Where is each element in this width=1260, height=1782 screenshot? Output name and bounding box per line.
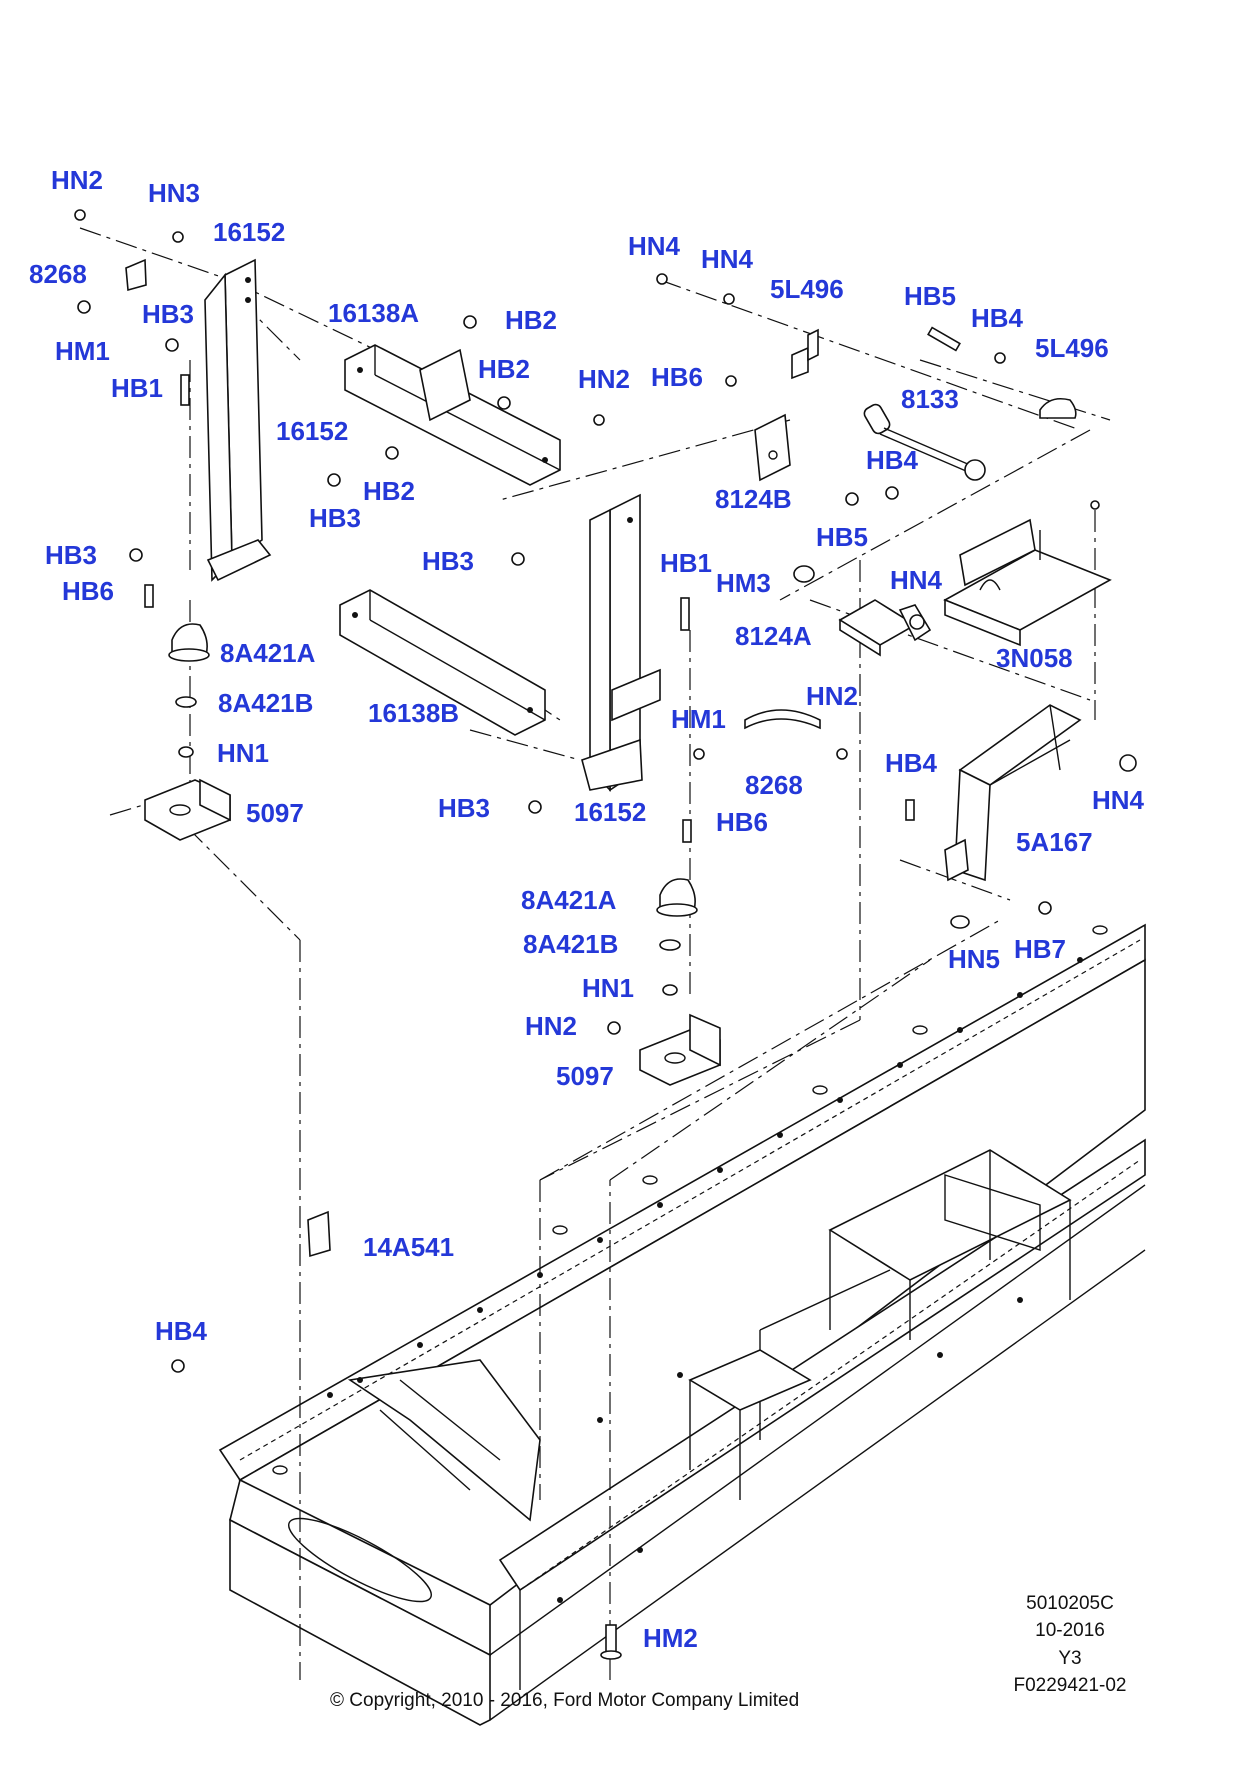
label-hn1: HN1 — [582, 973, 635, 1003]
label-8133: 8133 — [901, 384, 959, 414]
part-5097-left-mount — [144, 778, 231, 841]
label-hb4: HB4 — [885, 748, 938, 778]
label-hn4: HN4 — [890, 565, 943, 595]
label-16152: 16152 — [574, 797, 647, 827]
part-5a167-bracket — [944, 704, 1082, 882]
label-hn2: HN2 — [51, 165, 104, 195]
label-hb2: HB2 — [478, 354, 531, 384]
part-16138a-bracket — [344, 344, 561, 486]
label-hb6: HB6 — [62, 576, 115, 606]
label-5097: 5097 — [246, 798, 304, 828]
label-hb3: HB3 — [422, 546, 475, 576]
label-8268: 8268 — [29, 259, 87, 289]
label-5l496: 5L496 — [770, 274, 844, 304]
part-8124b-bracket — [754, 413, 791, 482]
label-hn2: HN2 — [578, 364, 631, 394]
label-8a421a: 8A421A — [521, 885, 617, 915]
centerlines — [79, 227, 1111, 1680]
label-hb5: HB5 — [816, 522, 869, 552]
label-hb7: HB7 — [1014, 934, 1067, 964]
part-8268-strap-right — [744, 709, 821, 730]
label-8124a: 8124A — [735, 621, 812, 651]
label-hb4: HB4 — [971, 303, 1024, 333]
label-3n058: 3N058 — [996, 643, 1073, 673]
part-5l496-clamp-b — [1039, 397, 1077, 419]
part-8133-stay — [863, 403, 986, 481]
label-14a541: 14A541 — [363, 1232, 455, 1262]
label-hn2: HN2 — [525, 1011, 578, 1041]
label-hb2: HB2 — [363, 476, 416, 506]
label-5a167: 5A167 — [1016, 827, 1093, 857]
label-hn4: HN4 — [701, 244, 754, 274]
label-8124b: 8124B — [715, 484, 792, 514]
figure-number: F0229421-02 — [1013, 1675, 1127, 1696]
label-hn3: HN3 — [148, 178, 201, 208]
part-8124a-bracket — [838, 599, 932, 657]
label-hb5: HB5 — [904, 281, 957, 311]
part-3n058-bracket — [943, 518, 1112, 647]
part-5l496-clamp-a — [791, 328, 819, 380]
label-hb3: HB3 — [309, 503, 362, 533]
part-16138b-bracket — [339, 589, 546, 736]
label-16152: 16152 — [213, 217, 286, 247]
label-hb2: HB2 — [505, 305, 558, 335]
label-hm2: HM2 — [643, 1623, 698, 1653]
label-hb4: HB4 — [155, 1316, 208, 1346]
label-8a421b: 8A421B — [218, 688, 314, 718]
part-8268-strap-left — [125, 258, 147, 292]
diagram-date: 10-2016 — [1035, 1620, 1105, 1641]
label-8a421a: 8A421A — [220, 638, 316, 668]
label-16138a: 16138A — [328, 298, 420, 328]
label-hn1: HN1 — [217, 738, 270, 768]
label-hb1: HB1 — [111, 373, 164, 403]
chassis-frame — [218, 923, 1146, 1726]
label-hb6: HB6 — [651, 362, 704, 392]
label-hb4: HB4 — [866, 445, 919, 475]
label-16152: 16152 — [276, 416, 349, 446]
label-hm1: HM1 — [671, 704, 726, 734]
label-hm3: HM3 — [716, 568, 771, 598]
diagram-revision: Y3 — [1058, 1648, 1082, 1669]
label-5097: 5097 — [556, 1061, 614, 1091]
part-16152-center-upright — [581, 493, 661, 792]
label-hn4: HN4 — [628, 231, 681, 261]
label-hn2: HN2 — [806, 681, 859, 711]
label-8268: 8268 — [745, 770, 803, 800]
label-hb3: HB3 — [142, 299, 195, 329]
label-hn5: HN5 — [948, 944, 1001, 974]
label-hb3: HB3 — [438, 793, 491, 823]
label-16138b: 16138B — [368, 698, 460, 728]
label-hb6: HB6 — [716, 807, 769, 837]
copyright-notice: © Copyright, 2010 - 2016, Ford Motor Com… — [330, 1690, 800, 1711]
label-5l496: 5L496 — [1035, 333, 1109, 363]
label-8a421b: 8A421B — [523, 929, 619, 959]
label-hn4: HN4 — [1092, 785, 1145, 815]
label-hb1: HB1 — [660, 548, 713, 578]
label-hb3: HB3 — [45, 540, 98, 570]
isolator-left — [168, 623, 210, 758]
part-5097-center-mount — [639, 1013, 721, 1086]
isolator-center — [656, 878, 698, 996]
part-16152-left-upright — [204, 258, 272, 582]
diagram-code: 5010205C — [1026, 1593, 1114, 1614]
part-14a541-clip — [307, 1210, 331, 1258]
label-hm1: HM1 — [55, 336, 110, 366]
fasteners — [74, 209, 1137, 1660]
